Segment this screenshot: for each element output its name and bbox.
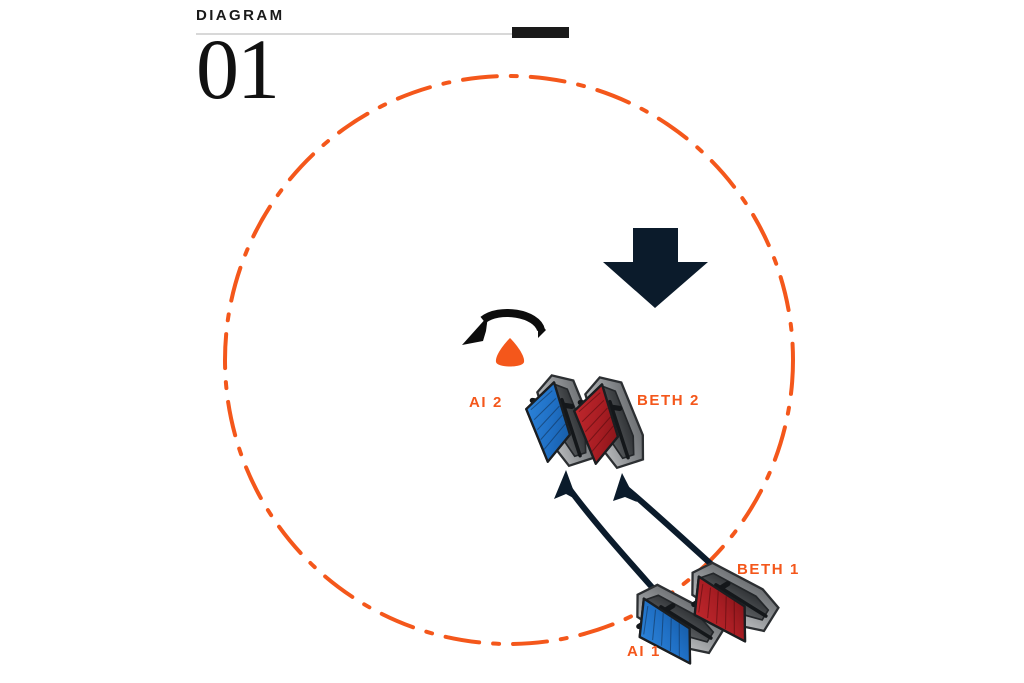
header-kicker: DIAGRAM	[196, 7, 285, 24]
boat-ai-2	[519, 368, 602, 473]
diagram-header: DIAGRAM 01	[196, 7, 576, 112]
diagram-number: 01	[196, 21, 280, 117]
boat-beth-2	[567, 370, 650, 475]
boat-label-ai-2: AI 2	[469, 394, 503, 411]
boat-beth-1	[674, 553, 782, 650]
header-rule	[196, 33, 516, 35]
header-black-block	[512, 27, 569, 38]
boat-label-ai-1: AI 1	[627, 643, 661, 660]
mark-buoy	[495, 338, 525, 367]
rounding-direction-arrow	[462, 309, 546, 345]
wind-direction-arrow	[603, 228, 708, 308]
ai-track-arrow	[554, 470, 661, 597]
boat-label-beth-1: BETH 1	[737, 561, 800, 578]
boat-label-beth-2: BETH 2	[637, 392, 700, 409]
three-boat-length-zone-circle	[223, 74, 795, 646]
boat-ai-1	[619, 575, 727, 672]
